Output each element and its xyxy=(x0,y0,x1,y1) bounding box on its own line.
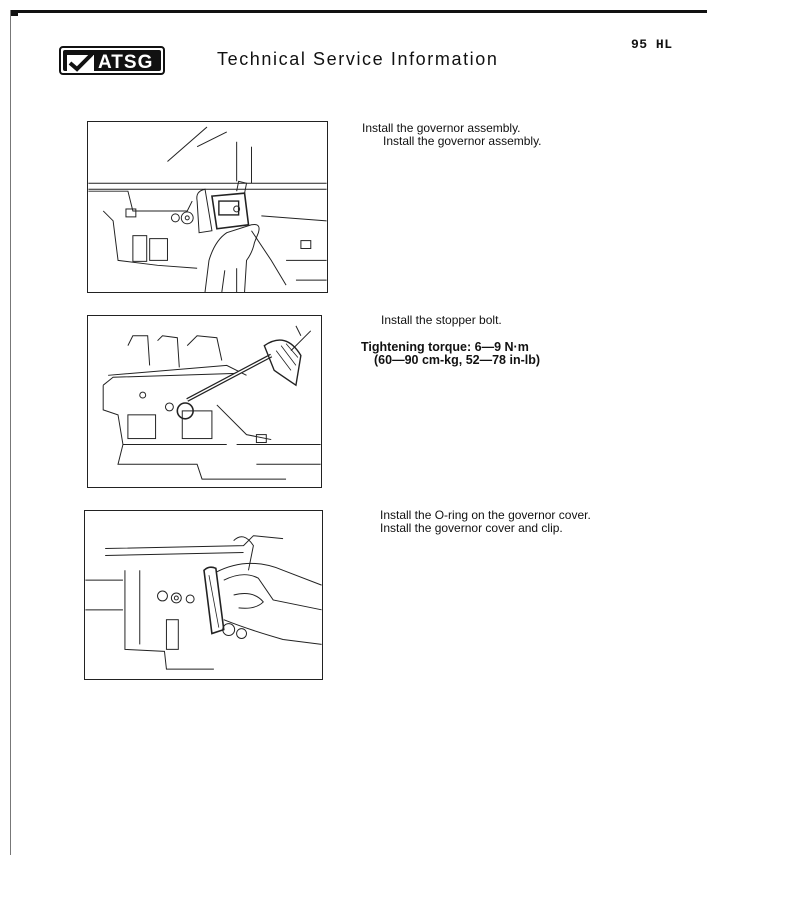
atsg-logo: ATSG xyxy=(59,46,165,75)
checkmark-icon xyxy=(67,52,94,72)
page-top-rule xyxy=(10,10,707,13)
step-3-line-1: Install the O-ring on the governor cover… xyxy=(380,508,591,522)
torque-spec-detail: (60—90 cm-kg, 52—78 in-lb) xyxy=(374,353,541,367)
governor-installation-figure xyxy=(87,121,328,293)
step-1-line-1: Install the governor assembly. xyxy=(362,121,521,135)
page-title: Technical Service Information xyxy=(217,49,499,69)
step-1-line-2: Install the governor assembly. xyxy=(383,134,542,148)
stopper-bolt-torque-figure xyxy=(87,315,322,488)
governor-cover-figure xyxy=(84,510,323,680)
step-3-line-2: Install the governor cover and clip. xyxy=(380,521,563,535)
torque-spec-label: Tightening torque: 6—9 N·m xyxy=(361,340,529,354)
page-left-edge xyxy=(10,10,11,855)
logo-text: ATSG xyxy=(98,52,154,73)
page-id: 95 HL xyxy=(631,37,673,52)
page-corner-mark xyxy=(10,10,18,16)
step-2-line-1: Install the stopper bolt. xyxy=(381,313,502,327)
